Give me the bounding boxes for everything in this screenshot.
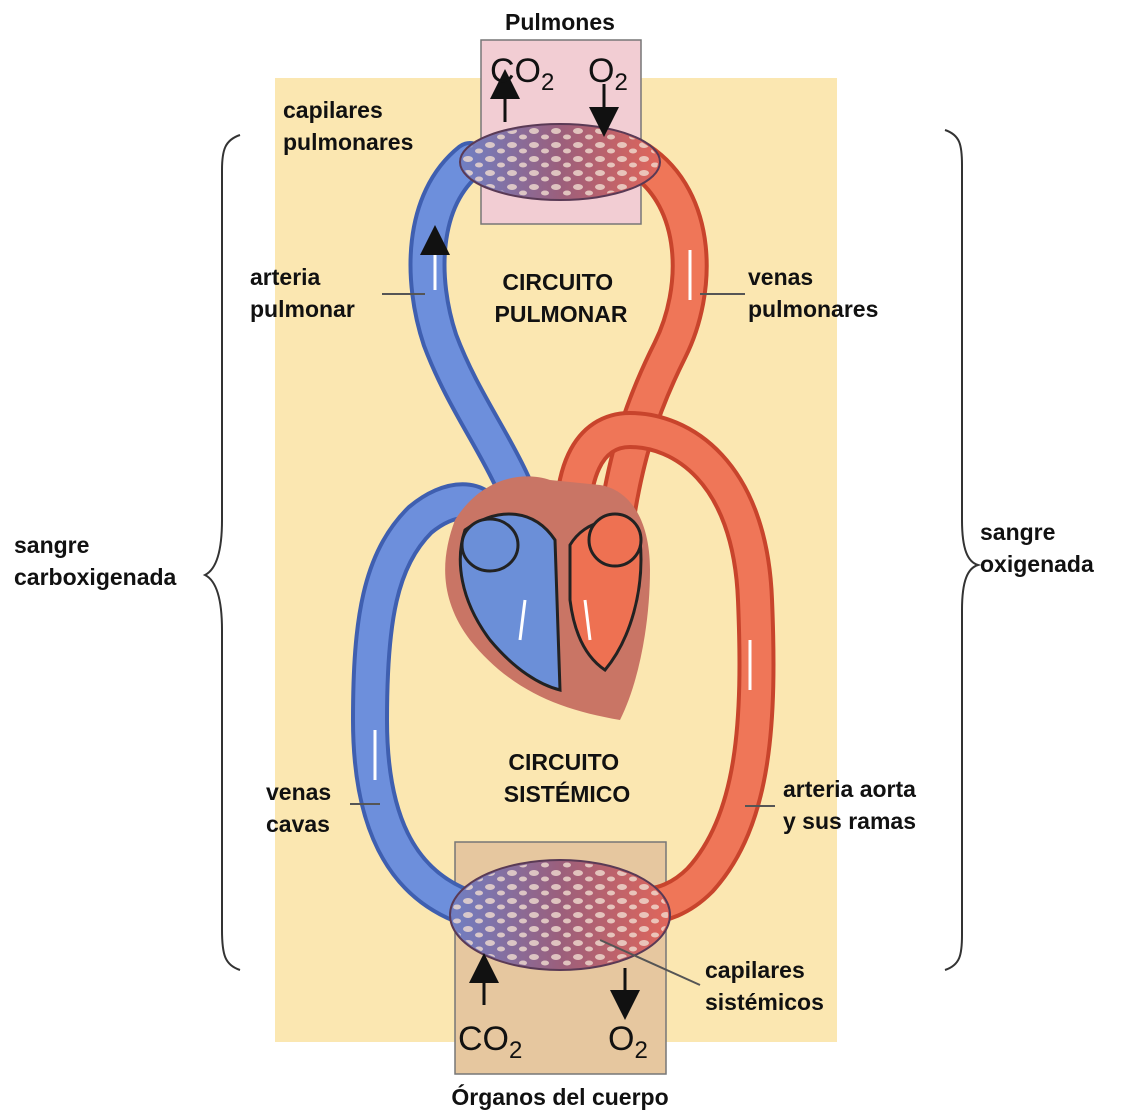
- right-brace: [945, 130, 978, 970]
- label-sangre-oxigenada: sangre oxigenada: [980, 519, 1094, 577]
- label-sangre-carboxigenada: sangre carboxigenada: [14, 532, 177, 590]
- lungs-title: Pulmones: [505, 9, 615, 35]
- pulmonary-capillary-bed: [460, 124, 660, 200]
- organs-title: Órganos del cuerpo: [451, 1083, 668, 1110]
- left-brace: [205, 135, 240, 970]
- systemic-capillary-bed: [450, 860, 670, 970]
